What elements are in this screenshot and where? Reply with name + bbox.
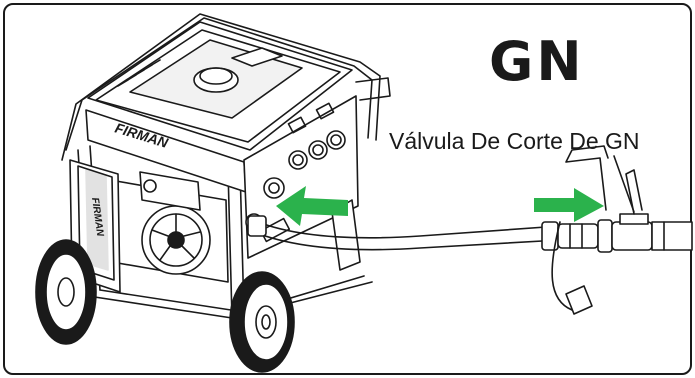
generator-icon [36, 14, 390, 372]
green-arrow-right-icon [534, 188, 604, 222]
wheel-right [230, 272, 294, 372]
wheel-left [36, 240, 96, 344]
shutoff-valve-icon [542, 146, 692, 314]
